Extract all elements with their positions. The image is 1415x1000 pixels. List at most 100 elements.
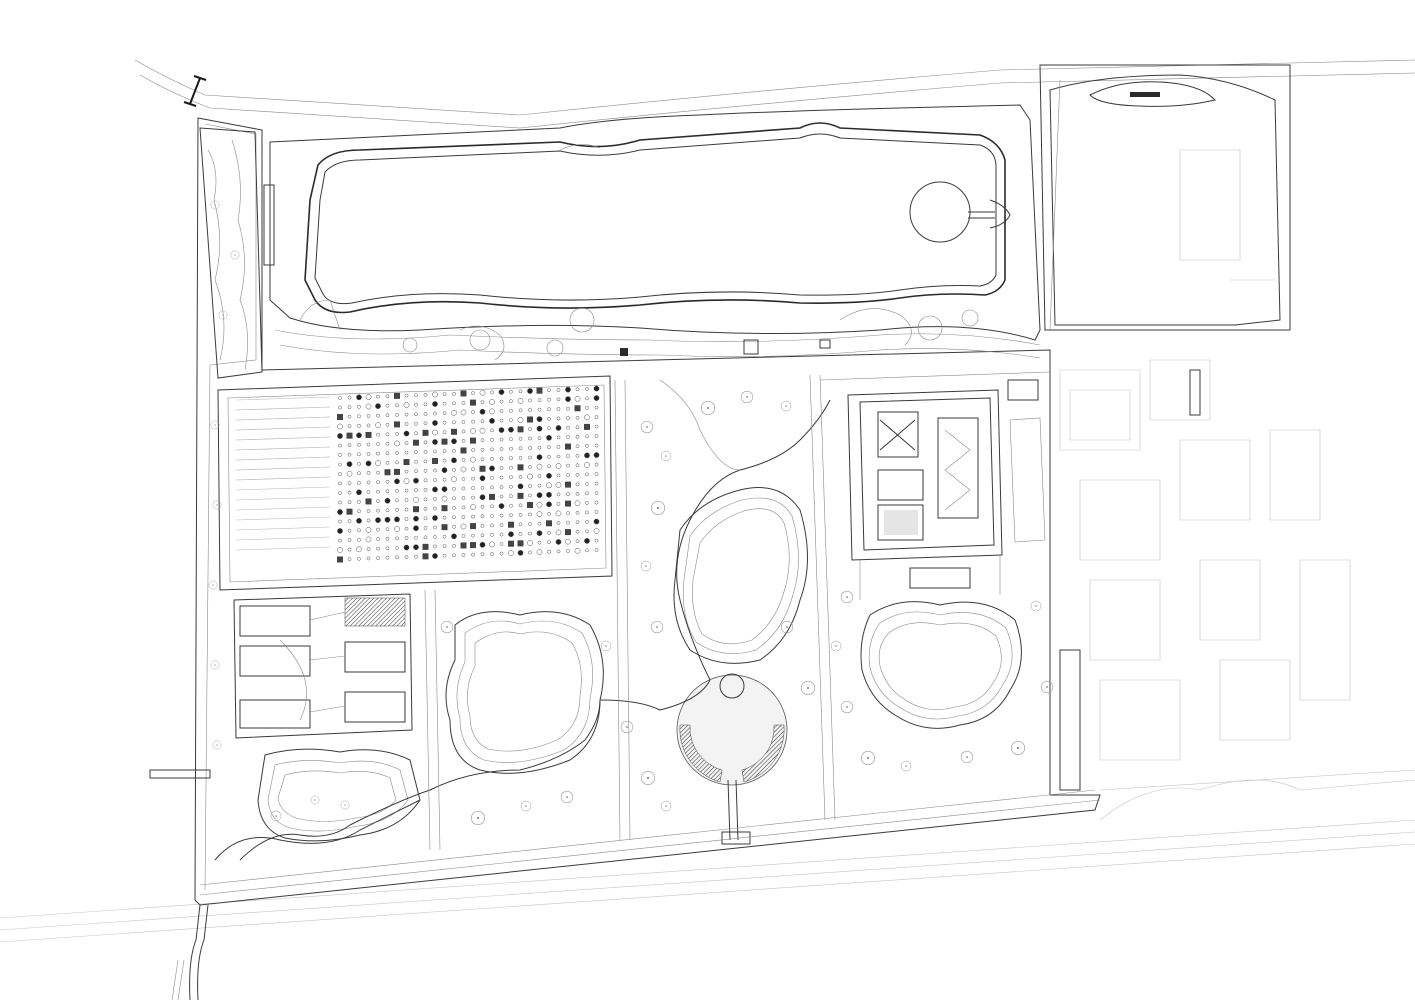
planting-dot — [565, 538, 571, 545]
planting-dot — [546, 472, 552, 479]
planting-dot — [470, 428, 476, 434]
planting-block — [403, 459, 410, 466]
planting-dot — [547, 445, 551, 450]
planting-dot — [566, 492, 570, 496]
planting-dot — [441, 467, 448, 473]
planting-dot — [385, 527, 390, 532]
planting-dot — [347, 443, 352, 447]
planting-dot — [337, 547, 343, 553]
planting-dot — [471, 552, 475, 557]
planting-dot — [442, 392, 447, 396]
planting-dot — [423, 478, 428, 483]
planting-dot — [518, 408, 523, 413]
planting-dot — [566, 406, 570, 411]
planting-dot — [479, 494, 486, 501]
planting-dot — [414, 554, 418, 559]
planting-dot — [471, 419, 475, 424]
planting-dot — [498, 427, 505, 433]
west-green-strip — [199, 127, 275, 379]
north-east-parcel — [1039, 64, 1291, 331]
planting-block — [413, 506, 419, 513]
planting-dot — [528, 465, 532, 469]
planting-block — [574, 405, 581, 412]
nursery-row — [235, 446, 331, 451]
planting-dot — [347, 481, 352, 485]
planting-dot — [594, 424, 599, 429]
planting-dot — [509, 446, 513, 451]
planting-dot — [376, 432, 380, 437]
planting-dot — [490, 457, 494, 461]
planting-dot — [518, 475, 523, 479]
planting-dot — [508, 426, 514, 433]
planting-dot — [414, 488, 418, 493]
planting-dot — [536, 492, 543, 498]
planting-dot — [441, 486, 448, 492]
planting-dot — [471, 448, 475, 452]
planting-dot — [375, 422, 381, 428]
planting-dot — [433, 525, 437, 530]
planting-dot — [499, 494, 504, 499]
planting-dot — [395, 536, 399, 541]
planting-dot — [451, 533, 457, 540]
planting-block — [536, 387, 543, 394]
planting-dot — [471, 514, 475, 519]
planting-dot — [451, 457, 457, 464]
planting-dot — [594, 415, 599, 419]
planting-block — [394, 421, 400, 428]
planting-dot — [366, 471, 371, 475]
planting-dot — [347, 490, 352, 495]
planting-dot — [471, 467, 475, 471]
planting-dot — [537, 407, 542, 412]
planting-dot — [498, 389, 505, 395]
planting-block — [527, 502, 533, 508]
planting-dot — [423, 421, 428, 426]
planting-dot — [528, 522, 532, 526]
planting-dot — [452, 505, 456, 510]
planting-dot — [575, 434, 580, 439]
planting-block — [441, 524, 448, 531]
planting-dot — [433, 449, 437, 454]
planting-dot — [376, 451, 380, 456]
planting-dot — [547, 454, 551, 459]
planting-dot — [585, 510, 589, 515]
planting-dot — [338, 405, 342, 410]
planting-dot — [479, 541, 486, 548]
planting-dot — [357, 499, 361, 504]
planting-dot — [385, 451, 390, 456]
planting-dot — [584, 462, 590, 468]
planting-dot — [414, 469, 418, 474]
planting-dot — [414, 431, 418, 436]
planting-dot — [509, 494, 513, 499]
planting-dot — [366, 452, 371, 456]
planting-block — [346, 432, 353, 439]
planting-dot — [499, 437, 504, 442]
planting-dot — [338, 491, 342, 495]
planting-dot — [423, 412, 428, 416]
nursery-planting-dots — [235, 385, 600, 563]
planting-dot — [470, 456, 476, 463]
nursery-row — [235, 506, 331, 511]
nursery-row — [235, 546, 331, 551]
planting-dot — [433, 535, 437, 539]
planting-dot — [536, 501, 543, 508]
planting-dot — [555, 539, 562, 545]
planting-dot — [480, 533, 485, 538]
planting-block — [584, 423, 590, 430]
planting-dot — [366, 490, 371, 494]
planting-dot — [423, 507, 428, 511]
planting-dot — [536, 463, 543, 470]
planting-dot — [499, 513, 504, 518]
planting-dot — [356, 517, 362, 524]
planting-dot — [528, 455, 532, 460]
planting-dot — [432, 401, 438, 407]
amphitheatre-plaza — [676, 673, 788, 845]
planting-dot — [441, 495, 448, 502]
planting-dot — [594, 405, 599, 410]
planting-dot — [518, 437, 523, 441]
planting-dot — [442, 449, 447, 453]
planting-dot — [423, 450, 428, 454]
planting-dot — [338, 500, 342, 505]
planting-dot — [546, 434, 552, 441]
planting-dot — [508, 550, 514, 557]
planting-dot — [442, 553, 447, 558]
